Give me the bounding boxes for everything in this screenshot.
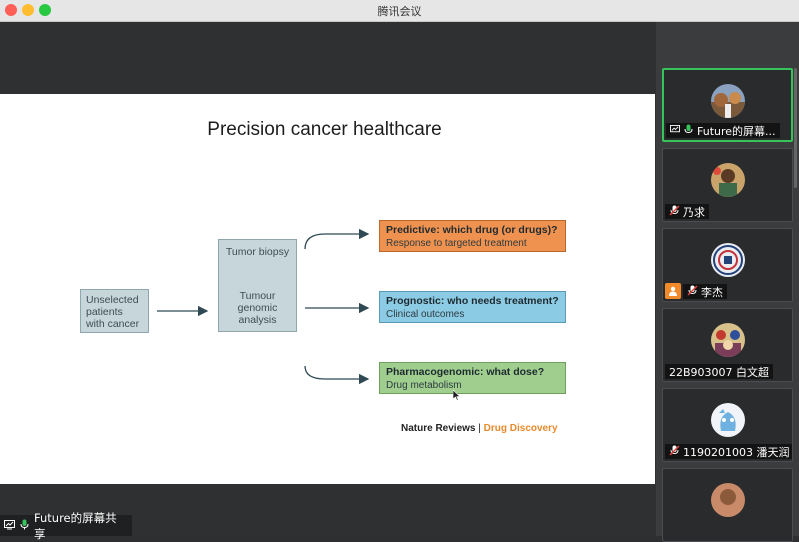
prognostic-heading: Prognostic: who needs treatment? — [386, 295, 559, 307]
avatar — [710, 403, 745, 437]
unselected-line-1: Unselected — [86, 294, 139, 306]
analysis-line-3: analysis — [238, 314, 277, 326]
participant-tile[interactable]: 22B903007 白文超 — [662, 308, 793, 382]
pharmacogenomic-heading: Pharmacogenomic: what dose? — [386, 366, 545, 378]
shared-screen-area: Precision cancer healthcare Unselected p… — [0, 22, 656, 536]
unselected-patients-box: Unselected patients with cancer — [80, 289, 149, 333]
credit-journal: Nature Reviews — [401, 423, 476, 434]
minimize-window-button[interactable] — [22, 4, 34, 16]
presentation-slide: Precision cancer healthcare Unselected p… — [0, 94, 655, 484]
arrow-to-predictive — [304, 228, 370, 250]
screen-share-label: Future的屏幕共享 — [0, 511, 132, 541]
pharmacogenomic-box: Pharmacogenomic: what dose? Drug metabol… — [379, 362, 566, 394]
maximize-window-button[interactable] — [39, 4, 51, 16]
mic-on-icon — [19, 519, 30, 533]
participant-sidebar[interactable]: Future的屏幕... 乃求 李杰 22B903007 白文超 — [656, 22, 799, 542]
participant-tile[interactable]: 乃求 — [662, 148, 793, 222]
mic-muted-icon — [669, 445, 680, 459]
prognostic-sub: Clinical outcomes — [386, 309, 465, 320]
unselected-line-2: patients — [86, 306, 123, 318]
participant-name: 22B903007 白文超 — [669, 365, 770, 379]
screen-share-icon — [670, 124, 680, 137]
participant-label: 李杰 — [683, 284, 727, 299]
window-title: 腾讯会议 — [377, 5, 422, 18]
participant-name: 1190201003 潘天润 — [683, 445, 790, 459]
slide-title: Precision cancer healthcare — [207, 119, 442, 140]
predictive-box: Predictive: which drug (or drugs)? Respo… — [379, 220, 566, 252]
participant-tile[interactable]: 1190201003 潘天润 — [662, 388, 793, 462]
mouse-cursor-icon — [452, 389, 461, 404]
sidebar-scrollbar[interactable] — [794, 68, 797, 188]
person-icon — [665, 283, 681, 299]
avatar — [710, 84, 745, 118]
arrow-to-pharma — [304, 365, 370, 385]
participant-label: 1190201003 潘天润 — [665, 444, 792, 459]
participant-name: 乃求 — [683, 205, 705, 219]
prognostic-box: Prognostic: who needs treatment? Clinica… — [379, 291, 566, 323]
mic-muted-icon — [687, 285, 698, 299]
window-titlebar: 腾讯会议 — [0, 0, 799, 22]
mic-muted-icon — [669, 205, 680, 219]
avatar — [710, 483, 745, 517]
predictive-heading: Predictive: which drug (or drugs)? — [386, 224, 558, 236]
participant-tile[interactable]: 李杰 — [662, 228, 793, 302]
biopsy-label: Tumor biopsy — [225, 246, 290, 258]
participant-label: 22B903007 白文超 — [665, 364, 774, 379]
credit-separator: | — [478, 423, 481, 434]
figure-credit: Nature Reviews | Drug Discovery — [401, 423, 558, 434]
unselected-line-3: with cancer — [86, 318, 140, 330]
close-window-button[interactable] — [5, 4, 17, 16]
analysis-line-1: Tumour — [239, 290, 276, 302]
mic-on-icon — [683, 124, 694, 138]
analysis-line-2: genomic — [237, 302, 278, 314]
avatar — [710, 323, 745, 357]
participant-tile[interactable] — [662, 468, 793, 542]
screen-share-icon — [4, 519, 15, 533]
screen-share-text: Future的屏幕共享 — [34, 510, 117, 541]
analysis-label: Tumour genomic analysis — [219, 290, 296, 326]
avatar — [710, 163, 745, 197]
participant-label: Future的屏幕... — [666, 123, 780, 138]
participant-name: Future的屏幕... — [697, 124, 776, 138]
participant-tile[interactable]: Future的屏幕... — [662, 68, 793, 142]
participant-name: 李杰 — [701, 285, 723, 299]
predictive-sub: Response to targeted treatment — [386, 238, 527, 249]
avatar — [710, 243, 745, 277]
participant-label: 乃求 — [665, 204, 709, 219]
credit-section: Drug Discovery — [483, 423, 558, 434]
tumor-biopsy-box: Tumor biopsy Tumour genomic analysis — [218, 239, 297, 332]
pharmacogenomic-sub: Drug metabolism — [386, 380, 462, 391]
